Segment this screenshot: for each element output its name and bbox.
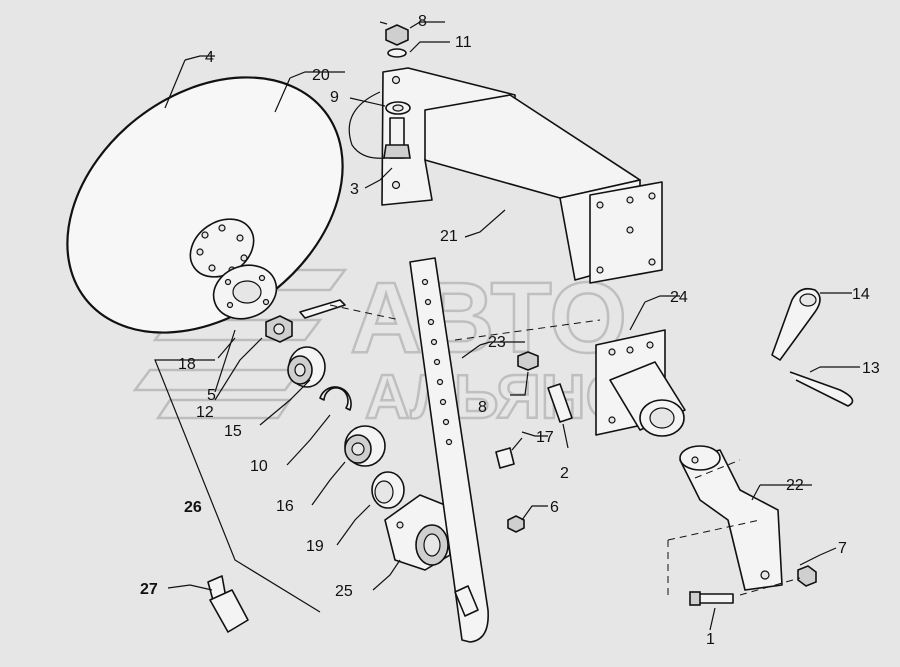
label-part-25: 25	[335, 583, 353, 600]
part-bracket-tube	[348, 67, 663, 284]
watermark-logo: АВТО АЛЬЯНС	[132, 261, 632, 433]
label-part-20: 20	[312, 67, 330, 84]
part-lock-washer-top	[387, 48, 407, 58]
label-part-8-top: 8	[418, 13, 427, 30]
label-part-17: 17	[536, 429, 554, 446]
label-part-15: 15	[224, 423, 242, 440]
label-part-24: 24	[670, 289, 688, 306]
part-ring-pin	[771, 287, 821, 361]
part-mount-plate	[595, 329, 686, 437]
part-nut-small	[507, 515, 525, 533]
watermark-text-alyans: АЛЬЯНС	[365, 363, 630, 432]
label-part-4: 4	[205, 49, 214, 66]
part-arm	[409, 257, 489, 643]
part-clevis	[679, 445, 783, 591]
leader-lines	[154, 21, 860, 631]
part-bearing-top	[287, 346, 326, 388]
label-part-2: 2	[560, 465, 569, 482]
part-washer-top	[385, 101, 411, 115]
label-part-18: 18	[178, 356, 196, 373]
label-part-10: 10	[250, 458, 268, 475]
part-castle-nut	[265, 315, 293, 343]
label-part-19: 19	[306, 538, 324, 555]
label-part-13: 13	[862, 360, 880, 377]
part-bearing-bottom	[344, 425, 386, 467]
arm-holes	[421, 278, 453, 446]
part-disc	[66, 76, 344, 334]
label-part-8-middle: 8	[478, 399, 487, 416]
label-part-27: 27	[140, 581, 158, 598]
callout-labels: 8 11 4 20 9 3 21 24 14 23 18 13 5 8 12 1…	[140, 13, 880, 648]
assembly-lines	[329, 304, 801, 600]
part-r-clip	[789, 371, 854, 407]
part-circlip	[319, 386, 352, 411]
part-cotter-pin-small	[299, 299, 346, 319]
part-bolt-middle	[547, 383, 573, 423]
label-part-3: 3	[350, 181, 359, 198]
part-nut-middle	[517, 351, 539, 371]
label-part-22: 22	[786, 477, 804, 494]
label-part-16: 16	[276, 498, 294, 515]
label-part-11: 11	[455, 34, 472, 51]
part-hub	[384, 494, 451, 571]
watermark-text-avto: АВТО	[350, 262, 627, 374]
label-part-12: 12	[196, 404, 214, 421]
part-fitting	[207, 575, 249, 633]
part-nut-bottom	[797, 565, 817, 587]
label-part-9: 9	[330, 89, 339, 106]
label-part-26: 26	[184, 499, 202, 516]
part-bolt-top	[383, 117, 411, 159]
part-flange-plate	[212, 264, 278, 320]
part-threaded-stud	[454, 585, 479, 617]
label-part-1: 1	[706, 631, 715, 648]
part-grease-nipple	[495, 447, 515, 469]
label-part-5: 5	[207, 387, 216, 404]
label-part-14: 14	[852, 286, 870, 303]
label-part-21: 21	[440, 228, 458, 245]
label-part-7: 7	[838, 540, 847, 557]
part-seal-ring	[371, 471, 405, 509]
label-part-23: 23	[488, 334, 506, 351]
label-part-6: 6	[550, 499, 559, 516]
part-nut-top	[385, 24, 409, 46]
part-bolt-bottom	[689, 591, 734, 606]
